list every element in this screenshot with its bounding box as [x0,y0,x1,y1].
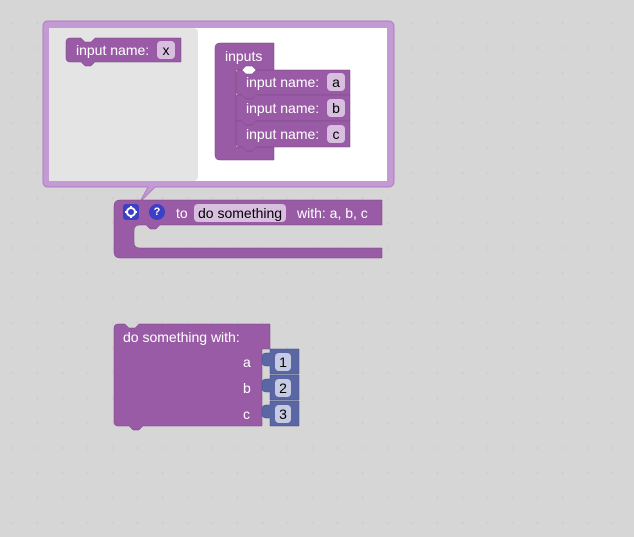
mutator-item-label-c: input name: [246,126,320,142]
gear-icon[interactable] [123,204,139,220]
call-title: do something with: [123,329,240,345]
arg-value-b[interactable]: 2 [275,379,291,397]
flyout-block-name-field[interactable]: x [157,41,175,59]
to-label: to [176,205,188,221]
flyout-block-label: input name: [76,42,150,58]
params-label: with: a, b, c [297,205,368,221]
help-icon[interactable]: ? [149,204,165,220]
arg-value-a[interactable]: 1 [275,353,291,371]
arg-label-c: c [243,406,250,422]
arg-label-b: b [243,380,251,396]
arg-label-a: a [243,354,251,370]
mutator-item-label-b: input name: [246,100,320,116]
inputs-container-label: inputs [225,48,263,64]
mutator-item-field-a[interactable]: a [327,73,345,91]
mutator-item-label-a: input name: [246,74,320,90]
procedure-name-field[interactable]: do something [194,204,287,222]
arg-value-c[interactable]: 3 [275,405,291,423]
mutator-item-field-b[interactable]: b [327,99,345,117]
mutator-item-field-c[interactable]: c [327,125,345,143]
